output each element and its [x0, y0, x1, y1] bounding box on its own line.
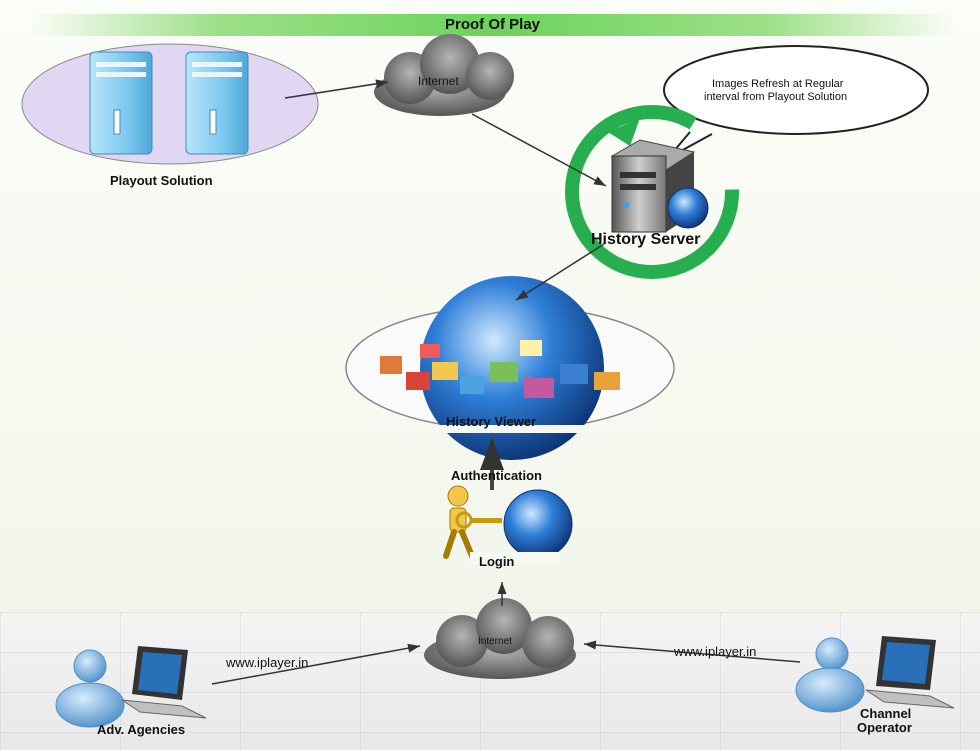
- channel-operator-label-line-2: Operator: [857, 720, 912, 735]
- playout-ellipse: [21, 43, 319, 165]
- internet-cloud-top: [374, 34, 514, 116]
- laptop-icon: [865, 636, 955, 709]
- internet-bottom-label: Internet: [478, 636, 512, 647]
- callout-line-2: interval from Playout Solution: [704, 91, 848, 103]
- playout-solution-node: [21, 43, 319, 165]
- refresh-ring: [565, 105, 739, 279]
- edge-playout-to-internet: [284, 79, 389, 99]
- history-viewer-label: History Viewer: [446, 414, 537, 429]
- authentication-label: Authentication: [451, 468, 542, 483]
- internet-top-label: Internet: [418, 74, 459, 88]
- left-url-label: www.iplayer.in: [226, 655, 309, 670]
- callout-line-1: Images Refresh at Regular: [712, 78, 844, 90]
- globe-icon: [503, 489, 573, 559]
- title-bar: Proof Of Play: [30, 14, 955, 36]
- edge-channel-operator-to-internet: [583, 640, 801, 663]
- edge-history-server-to-viewer: [515, 243, 605, 301]
- edge-internet-to-history-server: [471, 113, 607, 187]
- server-tower-icon: [89, 51, 153, 155]
- photo-tiles-icon: [380, 340, 620, 398]
- edge-adv-agencies-to-internet: [211, 643, 421, 685]
- laptop-icon: [121, 646, 207, 719]
- login-label: Login: [479, 554, 515, 569]
- playout-solution-label: Playout Solution: [110, 173, 213, 188]
- diagram-title: Proof Of Play: [444, 16, 541, 33]
- person-with-key-icon: [443, 485, 502, 559]
- authentication-node: [443, 485, 573, 564]
- adv-agencies-label: Adv. Agencies: [97, 722, 186, 737]
- history-server-node: [565, 105, 739, 279]
- internet-cloud-bottom: [424, 598, 576, 679]
- history-viewer-node: [345, 276, 675, 460]
- channel-operator-node: [795, 636, 955, 713]
- server-tower-icon: [185, 51, 249, 155]
- user-icon: [795, 637, 865, 713]
- right-url-label: www.iplayer.in: [674, 644, 757, 659]
- channel-operator-label-line-1: Channel: [860, 706, 912, 721]
- user-icon: [55, 649, 125, 728]
- adv-agencies-node: [55, 646, 207, 728]
- globe-icon: [667, 187, 709, 229]
- history-server-label: History Server: [591, 231, 701, 248]
